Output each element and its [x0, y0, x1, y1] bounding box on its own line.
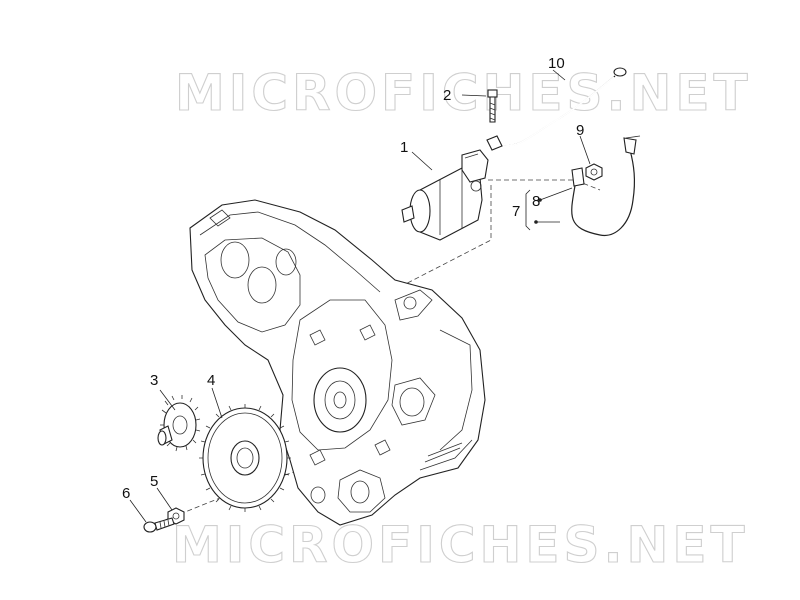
callout-3: 3 — [150, 372, 158, 389]
screw-part-6 — [143, 517, 175, 533]
callout-10: 10 — [548, 55, 565, 72]
callout-6: 6 — [122, 485, 130, 502]
starter-motor — [401, 149, 489, 241]
nut-part-9 — [585, 163, 603, 181]
callout-8: 8 — [532, 193, 540, 210]
watermark-top: MICROFICHES.NET — [175, 64, 752, 122]
ring-gear-part-4 — [199, 404, 291, 512]
callout-labels: 1 2 3 4 5 6 7 8 9 10 — [122, 55, 584, 502]
watermark-bottom: MICROFICHES.NET — [172, 516, 749, 574]
bolt-part-2 — [487, 89, 498, 123]
engine-crankcase — [189, 199, 486, 526]
starter-cable-part-10 — [486, 67, 627, 151]
leader-lines — [129, 69, 591, 523]
callout-7: 7 — [512, 203, 520, 220]
callout-2: 2 — [443, 87, 451, 104]
callout-5: 5 — [150, 473, 158, 490]
starter-gear-part-3 — [157, 395, 201, 452]
callout-9: 9 — [576, 122, 584, 139]
ground-cable-part-7 — [571, 135, 641, 236]
callout-1: 1 — [400, 139, 408, 156]
callout-4: 4 — [207, 372, 215, 389]
